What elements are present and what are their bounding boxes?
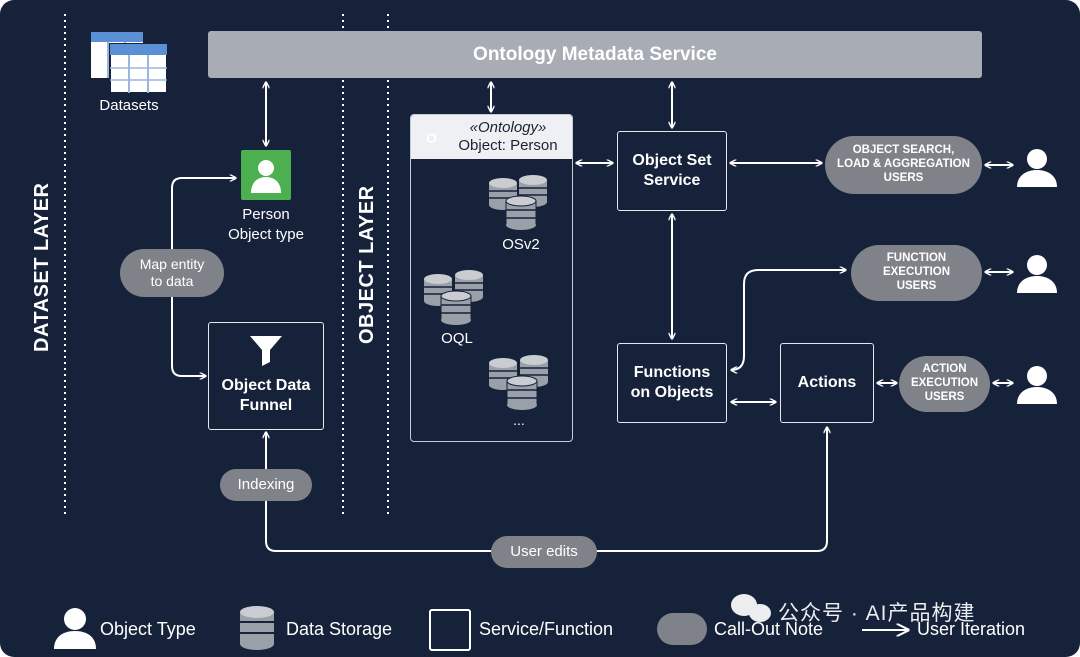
user-icon: [1017, 255, 1057, 293]
dataset-layer-label: DATASET LAYER: [31, 182, 53, 352]
person-object-type-label: Person Object type: [228, 206, 304, 243]
storage-icon-oql: [424, 270, 483, 325]
object-layer-label: OBJECT LAYER: [356, 185, 378, 344]
legend-service-function-label: Service/Function: [479, 619, 614, 639]
legend-data-storage-icon: [240, 606, 274, 650]
watermark-text: 公众号 · AI产品构建: [778, 602, 976, 625]
user-icon: [1017, 366, 1057, 404]
legend-object-type-icon: [54, 608, 96, 649]
ontology-object-title: «Ontology» Object: Person: [458, 119, 558, 155]
osv2-label: OSv2: [502, 236, 540, 253]
ontology-object-header: [411, 115, 572, 159]
person-object-type-icon: [241, 150, 291, 200]
legend-callout-note-label: Call-Out Note: [714, 619, 824, 639]
user-edits-callout: User edits: [491, 536, 597, 568]
ontology-badge-letter: O: [426, 130, 437, 146]
user-icon: [1017, 149, 1057, 187]
ontology-metadata-service[interactable]: Ontology Metadata Service: [208, 31, 982, 78]
legend-service-function-icon: [429, 609, 471, 651]
datasets-label: Datasets: [99, 97, 159, 114]
arrow-functions-function-users: [731, 270, 846, 370]
actions-label: Actions: [797, 373, 857, 391]
indexing-callout: Indexing: [220, 469, 312, 501]
ontology-object-person[interactable]: [410, 114, 573, 442]
storage-icon-more: [489, 355, 548, 410]
datasets-icon: [91, 32, 168, 94]
legend-user-iteration-label: User Iteration: [917, 619, 1026, 639]
legend-object-type-label: Object Type: [100, 619, 196, 639]
legend-data-storage-label: Data Storage: [286, 619, 393, 639]
actions-box[interactable]: Actions: [780, 343, 874, 423]
funnel-icon: [250, 336, 282, 366]
more-stores-label: ...: [513, 412, 525, 428]
oql-label: OQL: [441, 330, 473, 347]
watermark-logo-icon: [731, 594, 771, 622]
storage-icon-osv2: [489, 175, 547, 230]
legend-callout-icon: [657, 613, 707, 645]
ontology-metadata-service-label: Ontology Metadata Service: [473, 43, 717, 65]
arrow-user-edits: [266, 427, 827, 552]
